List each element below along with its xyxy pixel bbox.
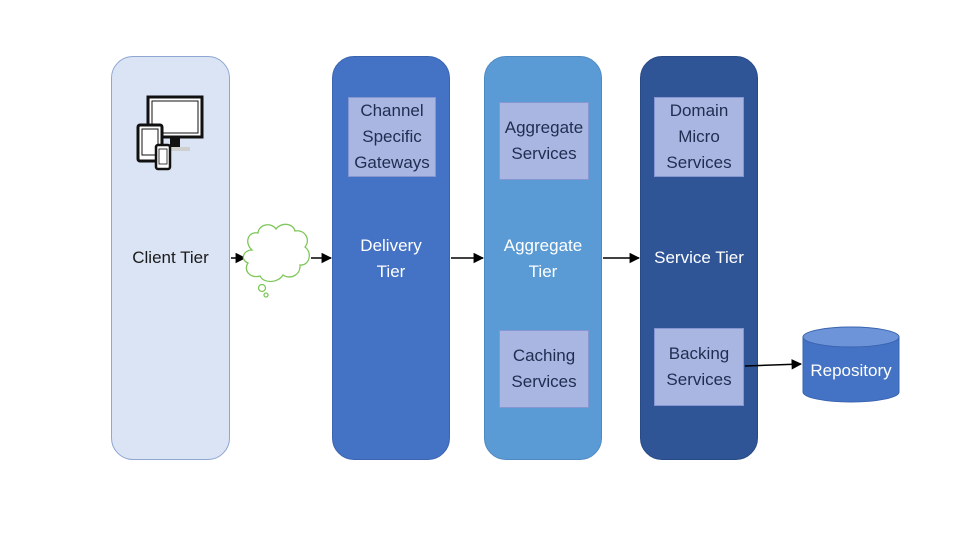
backing-services-box: Backing Services: [654, 328, 744, 406]
aggregate-tier-label: Aggregate Tier: [485, 233, 601, 285]
delivery-label-line2: Tier: [376, 262, 406, 281]
channel-specific-gateways-box: Channel Specific Gateways: [348, 97, 436, 177]
gateways-line3: Gateways: [354, 153, 430, 172]
delivery-label-line1: Delivery: [360, 236, 422, 255]
cloud-icon: [242, 223, 310, 298]
delivery-tier-label: Delivery Tier: [333, 233, 449, 285]
delivery-tier: Channel Specific Gateways Delivery Tier: [332, 56, 450, 460]
backing-services-line2: Services: [666, 370, 732, 389]
aggregate-services-box: Aggregate Services: [499, 102, 589, 180]
domain-line2: Micro: [678, 127, 720, 146]
domain-line1: Domain: [669, 101, 729, 120]
devices-icon: [136, 95, 204, 171]
arrow-backing-to-repository: [744, 359, 803, 370]
domain-line3: Services: [666, 153, 732, 172]
aggregate-services-line1: Aggregate: [504, 118, 584, 137]
service-tier-label: Service Tier: [654, 248, 744, 267]
caching-services-line1: Caching: [512, 346, 576, 365]
aggregate-tier: Aggregate Services Aggregate Tier Cachin…: [484, 56, 602, 460]
repository-label: Repository: [810, 361, 892, 380]
client-tier: Client Tier: [111, 56, 230, 460]
aggregate-services-line2: Services: [511, 144, 577, 163]
backing-services-line1: Backing: [668, 344, 730, 363]
client-tier-label: Client Tier: [132, 248, 209, 267]
aggregate-label-line1: Aggregate: [503, 236, 583, 255]
gateways-line1: Channel: [360, 101, 424, 120]
domain-micro-services-box: Domain Micro Services: [654, 97, 744, 177]
caching-services-box: Caching Services: [499, 330, 589, 408]
aggregate-label-line2: Tier: [528, 262, 558, 281]
caching-services-line2: Services: [511, 372, 577, 391]
service-tier: Domain Micro Services Service Tier Backi…: [640, 56, 758, 460]
gateways-line2: Specific: [362, 127, 422, 146]
repository-cylinder: [802, 326, 900, 403]
